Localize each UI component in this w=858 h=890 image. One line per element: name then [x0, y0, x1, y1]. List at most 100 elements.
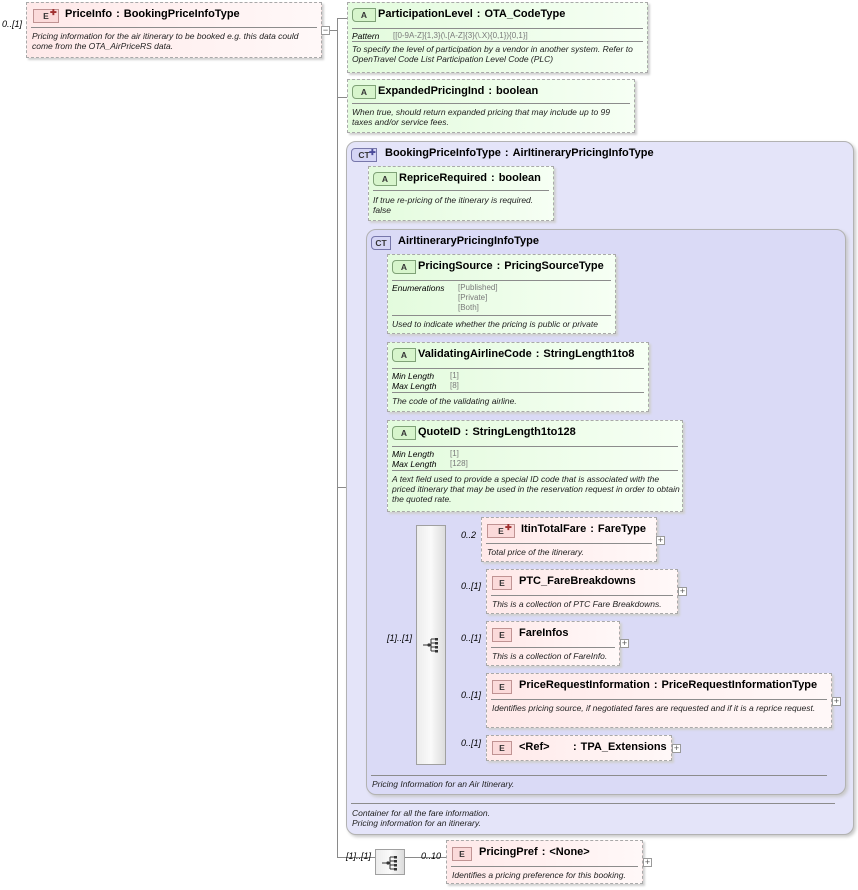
divider [392, 315, 611, 316]
element-title: ItinTotalFare:FareType [521, 523, 646, 535]
attribute-doc: To specify the level of participation by… [352, 44, 633, 64]
complextype-doc: Container for all the fare information. … [352, 808, 490, 828]
attribute-badge: A [352, 8, 376, 22]
element-badge: E [452, 847, 472, 861]
attribute-badge: A [373, 172, 397, 186]
element-badge: E [492, 680, 512, 694]
element-badge: E [492, 741, 512, 755]
divider [351, 803, 835, 804]
facet-value: [8] [450, 381, 459, 390]
attribute-title: ValidatingAirlineCode:StringLength1to8 [418, 348, 635, 360]
attribute-title: ParticipationLevel:OTA_CodeType [378, 8, 566, 20]
attribute-type: StringLength1to8 [543, 348, 635, 360]
expand-icon[interactable]: + [678, 586, 687, 596]
attribute-quoteid[interactable]: A QuoteID:StringLength1to128 Min Length … [387, 420, 683, 512]
attribute-validatingairlinecode[interactable]: A ValidatingAirlineCode:StringLength1to8… [387, 342, 649, 412]
attribute-doc: When true, should return expanded pricin… [352, 107, 610, 127]
attribute-name: RepriceRequired [399, 172, 488, 184]
cardinality: [1]..[1] [346, 851, 372, 861]
element-tpa-extensions[interactable]: E <Ref> :TPA_Extensions [486, 735, 672, 761]
element-type: TPA_Extensions [580, 741, 667, 753]
complextype-base: AirItineraryPricingInfoType [512, 147, 654, 159]
attribute-type: PricingSourceType [504, 260, 604, 272]
element-pricerequestinformation[interactable]: E PriceRequestInformation:PriceRequestIn… [486, 673, 832, 728]
attribute-expandedpricingind[interactable]: A ExpandedPricingInd:boolean When true, … [347, 79, 635, 133]
element-badge: E [487, 524, 515, 538]
connector [337, 97, 349, 98]
attribute-type: OTA_CodeType [484, 8, 566, 20]
enum-value: [Private] [458, 293, 488, 302]
cardinality: 0..10 [421, 851, 442, 861]
sequence-icon [382, 856, 397, 871]
attribute-doc: If true re-pricing of the itinerary is r… [373, 195, 534, 215]
expand-icon[interactable]: + [643, 857, 652, 867]
attribute-pricingsource[interactable]: A PricingSource:PricingSourceType Enumer… [387, 254, 616, 334]
cardinality: 0..[1] [461, 690, 482, 700]
complextype-badge: CT [371, 236, 391, 250]
element-badge: E [33, 9, 59, 23]
facet-label: Pattern [352, 31, 380, 41]
attribute-doc: Used to indicate whether the pricing is … [392, 319, 598, 329]
element-fareinfos[interactable]: E FareInfos This is a collection of Fare… [486, 621, 620, 666]
attribute-title: RepriceRequired:boolean [399, 172, 541, 184]
element-pricingpref[interactable]: E PricingPref:<None> Identifies a pricin… [446, 840, 643, 884]
divider [491, 699, 827, 700]
divider [392, 470, 678, 471]
element-title: PriceRequestInformation:PriceRequestInfo… [519, 679, 818, 691]
sequence-compositor[interactable] [375, 849, 405, 875]
sequence-icon [423, 638, 438, 653]
attribute-participationlevel[interactable]: A ParticipationLevel:OTA_CodeType Patter… [347, 2, 648, 73]
complextype-badge: CT [351, 148, 377, 162]
enum-value: [Both] [458, 303, 479, 312]
collapse-icon[interactable]: − [321, 25, 330, 35]
attribute-title: ExpandedPricingInd:boolean [378, 85, 539, 97]
attribute-name: ParticipationLevel [378, 8, 473, 20]
element-itintotalfare[interactable]: E ✚ ItinTotalFare:FareType Total price o… [481, 517, 657, 562]
divider [352, 28, 643, 29]
attribute-name: ExpandedPricingInd [378, 85, 485, 97]
attribute-badge: A [392, 426, 416, 440]
connector [405, 857, 446, 858]
expand-icon[interactable]: + [620, 638, 629, 648]
element-doc: This is a collection of FareInfo. [492, 651, 608, 661]
element-ptc-farebreakdowns[interactable]: E PTC_FareBreakdowns This is a collectio… [486, 569, 678, 614]
attribute-name: QuoteID [418, 426, 461, 438]
element-type: FareType [597, 523, 646, 535]
expand-marker-icon: ✚ [505, 523, 512, 532]
attribute-title: PricingSource:PricingSourceType [418, 260, 604, 272]
facet-value: [1] [450, 371, 459, 380]
divider [491, 647, 615, 648]
attribute-name: ValidatingAirlineCode [418, 348, 532, 360]
attribute-repricerequired[interactable]: A RepriceRequired:boolean If true re-pri… [368, 166, 554, 221]
expand-icon[interactable]: + [656, 535, 665, 545]
element-title: PriceInfo:BookingPriceInfoType [65, 8, 240, 20]
complextype-name: AirItineraryPricingInfoType [398, 235, 539, 247]
element-title: PricingPref:<None> [479, 846, 590, 858]
element-doc: This is a collection of PTC Fare Breakdo… [492, 599, 662, 609]
divider [392, 446, 678, 447]
element-priceinfo[interactable]: E ✚ PriceInfo:BookingPriceInfoType Prici… [26, 2, 322, 58]
facet-value: [1] [450, 449, 459, 458]
attribute-type: boolean [496, 85, 539, 97]
connector [337, 18, 349, 19]
element-doc: Identifies pricing source, if negotiated… [492, 703, 816, 713]
divider [392, 392, 644, 393]
expand-icon[interactable]: + [832, 696, 841, 706]
sequence-compositor[interactable] [416, 525, 446, 765]
element-name: PriceInfo [65, 8, 113, 20]
element-doc: Pricing information for the air itinerar… [32, 31, 299, 51]
facet-label: Max Length [392, 381, 437, 391]
facet-label: Min Length [392, 449, 435, 459]
expand-icon[interactable]: + [672, 743, 681, 753]
divider [392, 280, 611, 281]
attribute-type: StringLength1to128 [472, 426, 576, 438]
attribute-type: boolean [498, 172, 541, 184]
element-badge: E [492, 576, 512, 590]
divider [392, 368, 644, 369]
element-name: PTC_FareBreakdowns [519, 575, 636, 587]
element-type: PriceRequestInformationType [661, 679, 818, 691]
facet-value: [128] [450, 459, 468, 468]
divider [491, 595, 673, 596]
cardinality: 0..[1] [461, 633, 482, 643]
element-name: PricingPref [479, 846, 538, 858]
